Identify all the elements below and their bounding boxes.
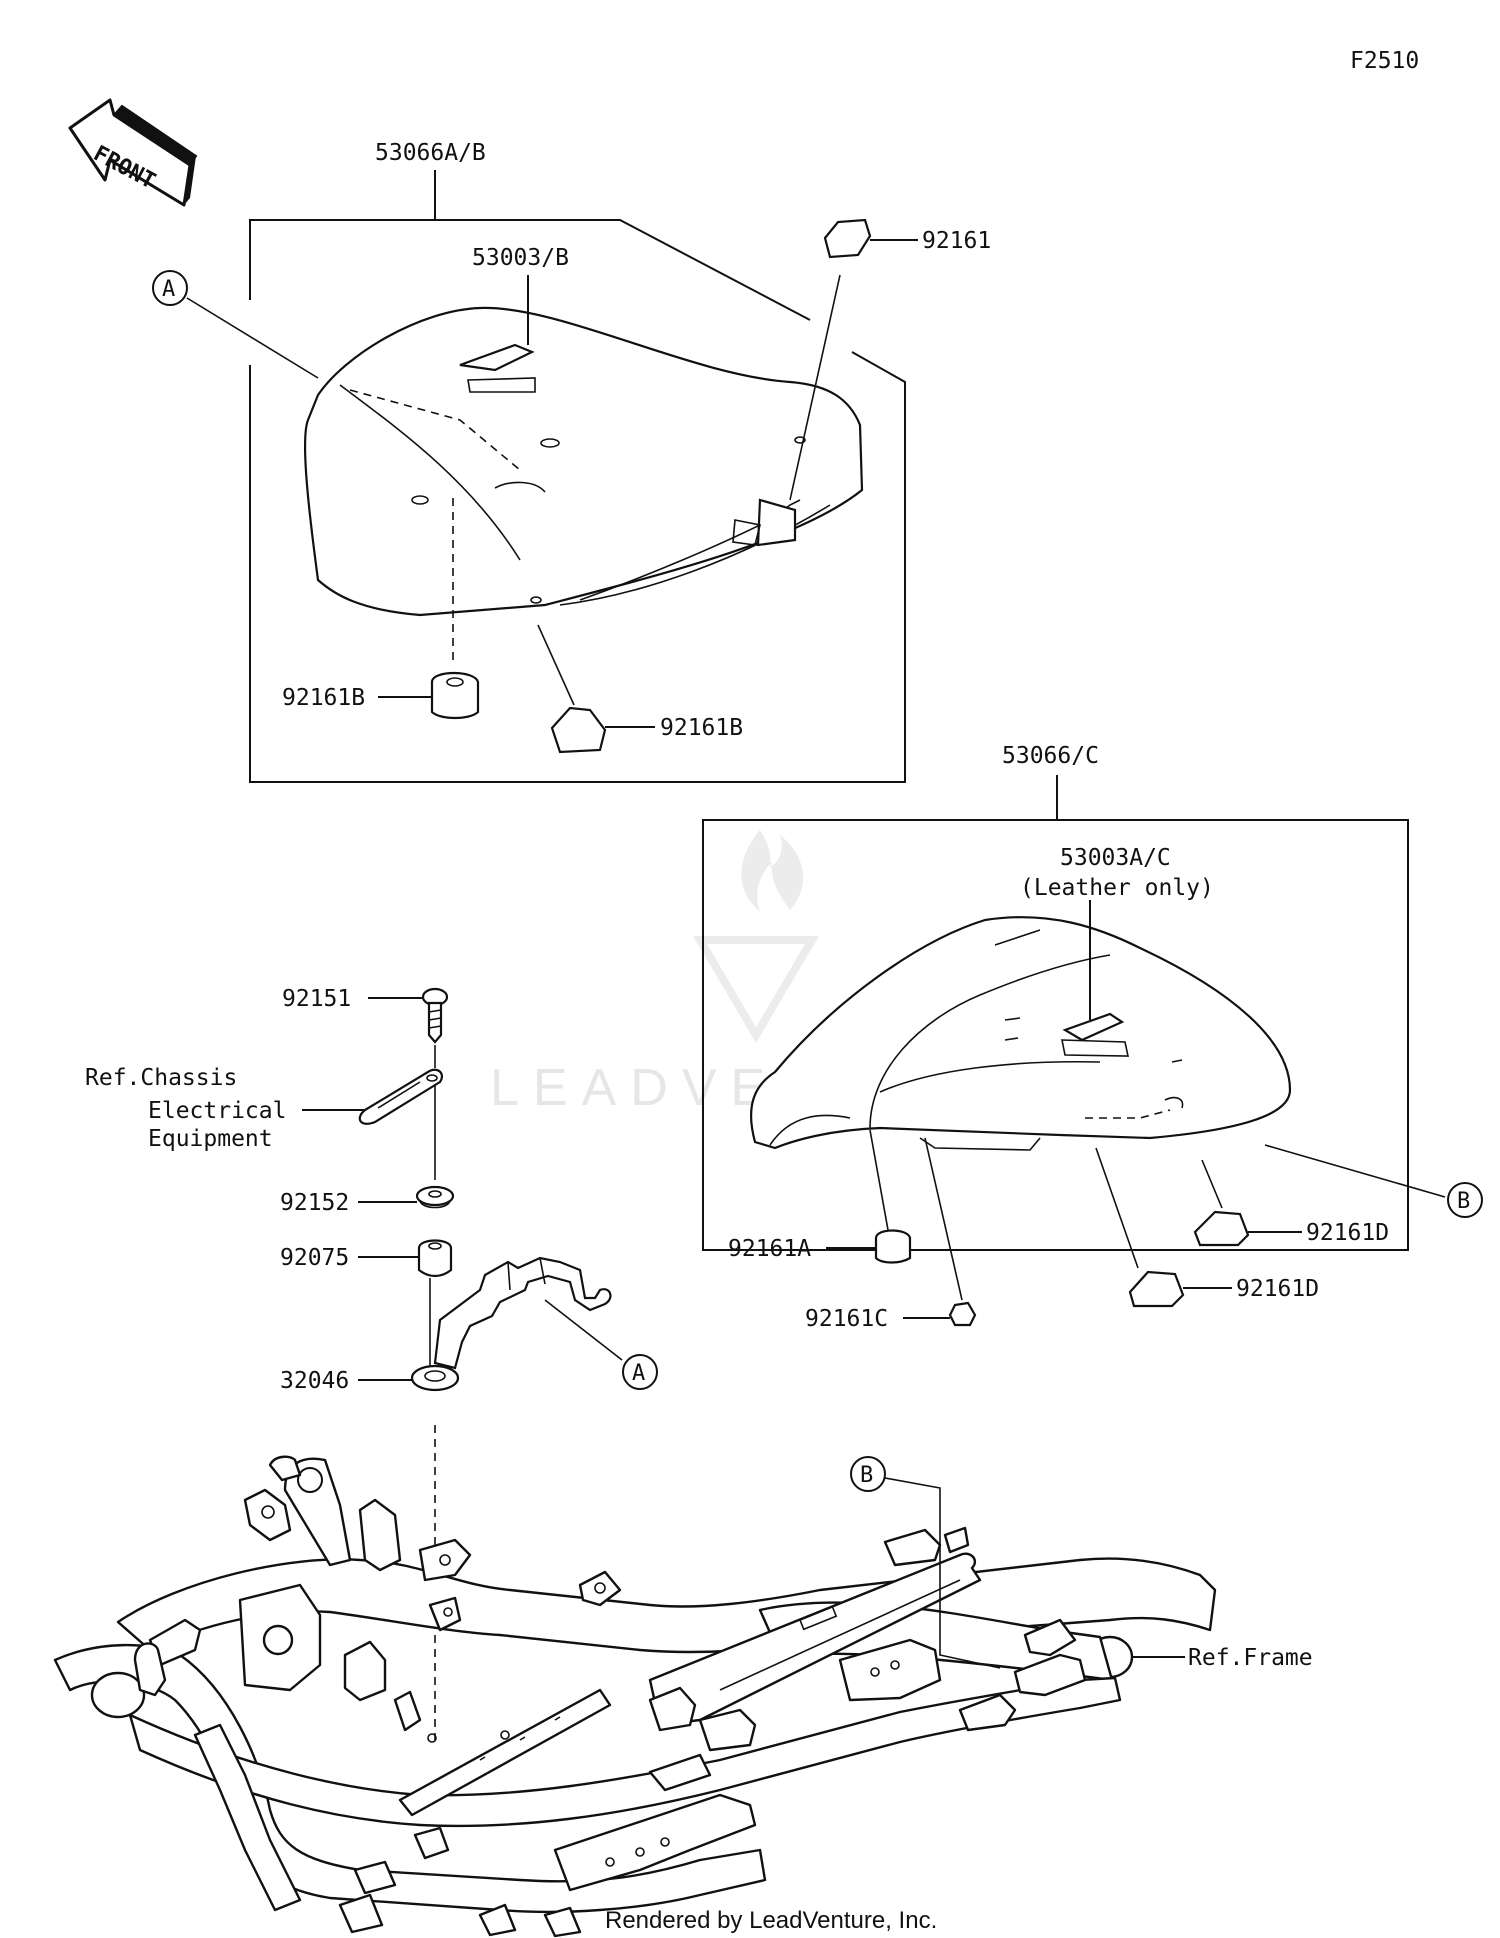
callout-a-bracket xyxy=(622,1354,658,1390)
bolt-92151 xyxy=(421,987,449,1044)
footer-credit: Rendered by LeadVenture, Inc. xyxy=(605,1907,937,1934)
damper-92161B-left xyxy=(430,672,480,720)
label-53003A-C: 53003A/C xyxy=(1060,845,1171,871)
callout-b-seat xyxy=(1447,1182,1483,1218)
label-92152: 92152 xyxy=(280,1190,349,1216)
callout-b-seat-text: B xyxy=(1457,1189,1470,1214)
label-92151: 92151 xyxy=(282,986,351,1012)
ref-frame: Ref.Frame xyxy=(1188,1645,1313,1671)
front-seat xyxy=(303,306,864,617)
label-92075: 92075 xyxy=(280,1245,349,1271)
ref-chassis-line3: Equipment xyxy=(148,1126,273,1152)
front-seat-group: 53066A/B 53003/B 92161 A xyxy=(152,140,991,783)
label-92161D-bottom: 92161D xyxy=(1236,1276,1319,1302)
rear-seat-group: 53066/C 53003A/C (Leather only) B xyxy=(702,743,1483,1332)
damper-92161C xyxy=(948,1301,977,1327)
callout-a-bracket-text: A xyxy=(632,1361,645,1386)
bracket-32046 xyxy=(410,1256,612,1392)
label-92161D-top: 92161D xyxy=(1306,1220,1389,1246)
label-53003-B: 53003/B xyxy=(472,245,569,271)
damper-92161D-bottom xyxy=(1128,1270,1185,1308)
frame xyxy=(53,1455,1217,1938)
rear-seat xyxy=(750,916,1292,1151)
label-92161B-left: 92161B xyxy=(282,685,365,711)
label-92161: 92161 xyxy=(922,228,991,254)
damper-92161 xyxy=(823,218,872,259)
ref-chassis-line2: Electrical xyxy=(148,1098,286,1124)
label-32046: 32046 xyxy=(280,1368,349,1394)
label-92161A: 92161A xyxy=(728,1236,811,1262)
label-92161B-right: 92161B xyxy=(660,715,743,741)
label-92161C: 92161C xyxy=(805,1306,888,1332)
damper-92161D-top xyxy=(1193,1210,1250,1247)
ref-chassis-line1: Ref.Chassis xyxy=(85,1065,237,1091)
strap xyxy=(358,1068,444,1125)
collar-92152 xyxy=(415,1185,455,1209)
front-arrow-icon: FRONT xyxy=(68,98,198,207)
bracket-stack: 92151 Ref.Chassis Electrical Equipment 9… xyxy=(85,986,658,1745)
figure-code: F2510 xyxy=(1350,48,1419,74)
callout-a-front-text: A xyxy=(162,277,175,302)
damper-92161A xyxy=(874,1229,912,1264)
label-leather-only: (Leather only) xyxy=(1020,875,1214,901)
callout-b-frame xyxy=(850,1456,886,1492)
label-53066-C: 53066/C xyxy=(1002,743,1099,769)
label-53066A-B: 53066A/B xyxy=(375,140,486,166)
callout-a-front xyxy=(152,270,188,306)
grommet-92075 xyxy=(417,1239,453,1278)
damper-92161B-right xyxy=(550,706,607,754)
callout-b-frame-text: B xyxy=(860,1463,873,1488)
